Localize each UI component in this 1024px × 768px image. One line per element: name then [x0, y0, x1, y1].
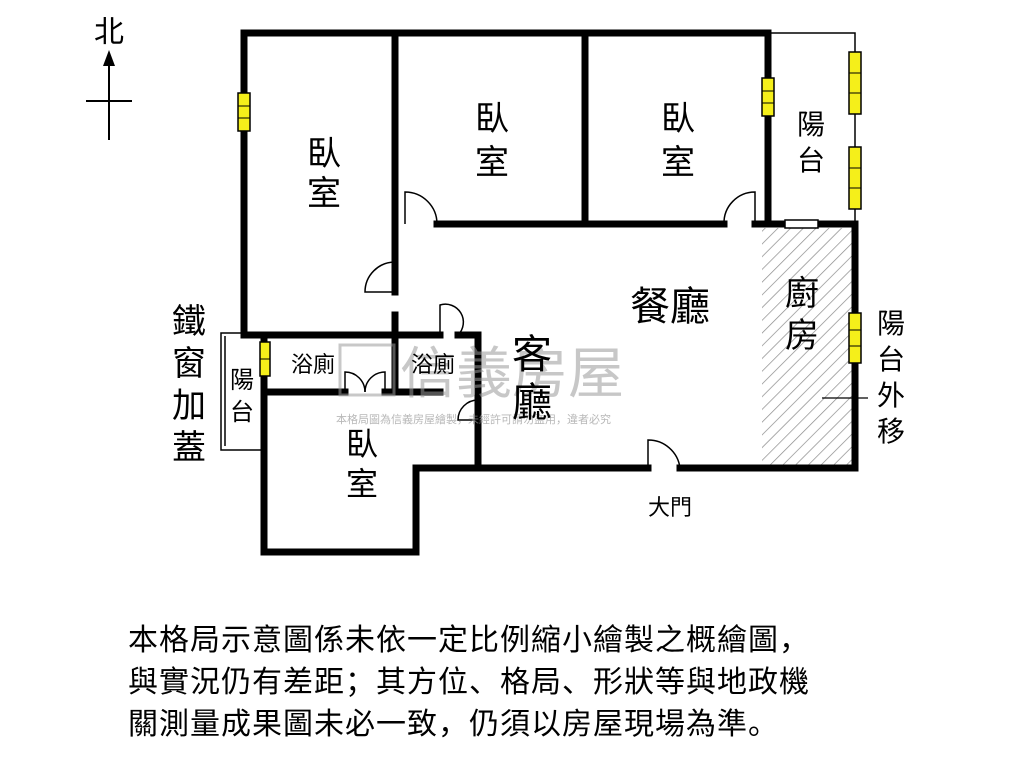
window-mullions: [238, 72, 861, 360]
label-bath-right: 浴廁: [411, 353, 455, 378]
window-bedroom-nw: [237, 92, 251, 132]
door-bath-left-b: [364, 371, 386, 393]
disclaimer-line: 與實況仍有差距；其方位、格局、形狀等與地政機: [128, 665, 810, 700]
label-bedroom-n-mid: 臥室: [475, 99, 509, 183]
watermark-notice: 本格局圖為信義房屋繪製，未經許可請勿盜用，違者必究: [336, 412, 611, 426]
door-bedroom-sw: [457, 399, 479, 421]
watermark-logo-icon: [338, 343, 396, 397]
window-bedroom-right: [761, 77, 775, 117]
door-bedroom-nw: [364, 261, 396, 293]
north-label: 北: [94, 15, 124, 50]
window-balcony-ne-1: [848, 51, 862, 115]
label-iron-window: 鐵窗加蓋: [172, 302, 206, 468]
door-bath-right: [439, 303, 465, 336]
label-main-door: 大門: [648, 496, 692, 521]
compass: 北: [86, 15, 132, 140]
label-balcony-w: 陽台: [230, 366, 254, 426]
door-bedroom-right: [723, 191, 756, 225]
label-kitchen: 廚房: [785, 274, 819, 356]
floor-plan: 北: [86, 15, 905, 556]
watermark: 信義房屋 本格局圖為信義房屋繪製，未經許可請勿盜用，違者必究: [336, 342, 624, 426]
label-bedroom-nw: 臥室: [307, 134, 341, 214]
label-balcony-moved: 陽台外移: [877, 307, 905, 448]
label-dining: 餐廳: [630, 284, 710, 330]
doors: [263, 191, 819, 469]
label-bedroom-sw: 臥室: [346, 425, 378, 503]
label-balcony-ne: 陽台: [797, 108, 825, 177]
room-labels: 臥室 臥室 臥室 陽台 餐廳 廚房 客廳 浴廁 浴廁 陽台 臥室 鐵窗加蓋 陽台…: [172, 99, 905, 521]
north-arrow-icon: [103, 50, 115, 66]
kitchen-pass-window: [784, 219, 819, 229]
label-living: 客廳: [512, 332, 552, 426]
disclaimer: 本格局示意圖係未依一定比例縮小繪製之概繪圖， 與實況仍有差距；其方位、格局、形狀…: [128, 620, 958, 746]
window-balcony-ne-2: [848, 146, 862, 210]
door-bedroom-mid: [404, 191, 438, 225]
label-bath-left: 浴廁: [291, 353, 335, 378]
door-main: [647, 439, 681, 469]
label-bedroom-n-right: 臥室: [661, 99, 695, 183]
disclaimer-line: 本格局示意圖係未依一定比例縮小繪製之概繪圖，: [128, 623, 810, 658]
window-kitchen: [848, 312, 862, 364]
kitchen-hatch: [762, 228, 852, 468]
watermark-brand: 信義房屋: [400, 342, 624, 407]
disclaimer-line: 關測量成果圖未必一致，仍須以房屋現場為準。: [128, 707, 779, 742]
